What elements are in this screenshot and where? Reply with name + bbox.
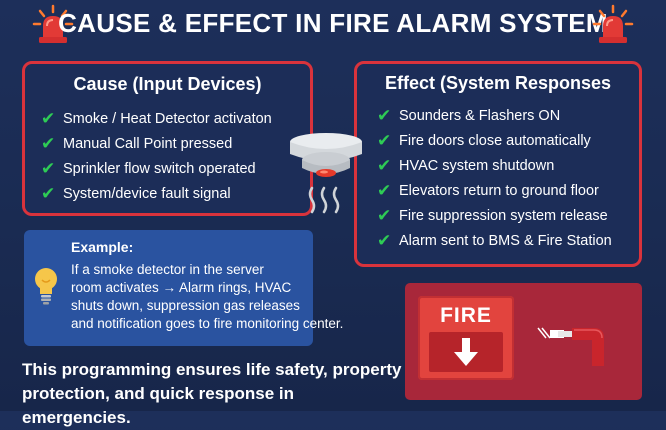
effect-heading: Effect (System Responses: [384, 73, 612, 93]
example-title: Example:: [71, 239, 134, 255]
siren-icon-left: [32, 4, 74, 51]
list-item: ✔ Alarm sent to BMS & Fire Station: [377, 228, 639, 253]
list-item: ✔ Manual Call Point pressed: [41, 131, 310, 156]
cause-item-label: Sprinkler flow switch operated: [63, 160, 256, 177]
checkmark-icon: ✔: [377, 130, 392, 150]
list-item: ✔ Sprinkler flow switch operated: [41, 156, 310, 181]
footer-line: protection, and quick response in emerge…: [22, 384, 295, 427]
sprinkler-pipe-icon: [528, 318, 608, 373]
example-line: room activates → Alarm rings, HVAC: [71, 280, 292, 295]
effect-item-label: Sounders & Flashers ON: [399, 107, 561, 124]
effect-item-label: Fire suppression system release: [399, 207, 608, 224]
smoke-detector-icon: [286, 124, 366, 225]
footer-line: This programming ensures life safety, pr…: [22, 360, 402, 379]
example-line: If a smoke detector in the server: [71, 262, 264, 277]
example-line: and notification goes to fire monitoring…: [71, 316, 344, 331]
down-arrow-icon: [454, 338, 478, 366]
cause-heading: Cause (Input Devices): [73, 74, 262, 94]
list-item: ✔ System/device fault signal: [41, 181, 310, 206]
example-box: Example: If a smoke detector in the serv…: [24, 230, 344, 346]
manual-call-point: FIRE: [418, 296, 514, 380]
checkmark-icon: ✔: [41, 108, 56, 128]
checkmark-icon: ✔: [377, 105, 392, 125]
footer-text: This programming ensures life safety, pr…: [22, 358, 402, 430]
cause-list: ✔ Smoke / Heat Detector activaton ✔ Manual…: [25, 106, 310, 206]
fire-label: FIRE: [440, 304, 492, 327]
effect-list: ✔ Sounders & Flashers ON ✔ Fire doors clos…: [357, 103, 639, 253]
list-item: ✔ Fire doors close automatically: [377, 128, 639, 153]
effect-item-label: Alarm sent to BMS & Fire Station: [399, 232, 612, 249]
effect-item-label: Fire doors close automatically: [399, 132, 591, 149]
cause-item-label: Manual Call Point pressed: [63, 135, 233, 152]
checkmark-icon: ✔: [41, 183, 56, 203]
cause-panel: Cause (Input Devices) ✔ Smoke / Heat Dete…: [22, 61, 313, 216]
checkmark-icon: ✔: [377, 205, 392, 225]
list-item: ✔ Sounders & Flashers ON: [377, 103, 639, 128]
cause-item-label: Smoke / Heat Detector activaton: [63, 110, 272, 127]
list-item: ✔ Fire suppression system release: [377, 203, 639, 228]
siren-icon-right: [592, 4, 634, 51]
checkmark-icon: ✔: [377, 230, 392, 250]
checkmark-icon: ✔: [41, 158, 56, 178]
checkmark-icon: ✔: [377, 155, 392, 175]
effect-item-label: Elevators return to ground floor: [399, 182, 599, 199]
lightbulb-icon: [33, 266, 59, 311]
example-line: shuts down, suppression gas releases: [71, 298, 300, 313]
checkmark-icon: ✔: [41, 133, 56, 153]
page-title: CAUSE & EFFECT IN FIRE ALARM SYSTEM: [58, 8, 608, 38]
list-item: ✔ HVAC system shutdown: [377, 153, 639, 178]
effect-panel: Effect (System Responses ✔ Sounders & Fla…: [354, 61, 642, 267]
list-item: ✔ Smoke / Heat Detector activaton: [41, 106, 310, 131]
effect-item-label: HVAC system shutdown: [399, 157, 555, 174]
call-point-window: [429, 332, 503, 372]
list-item: ✔ Elevators return to ground floor: [377, 178, 639, 203]
cause-item-label: System/device fault signal: [63, 185, 231, 202]
checkmark-icon: ✔: [377, 180, 392, 200]
